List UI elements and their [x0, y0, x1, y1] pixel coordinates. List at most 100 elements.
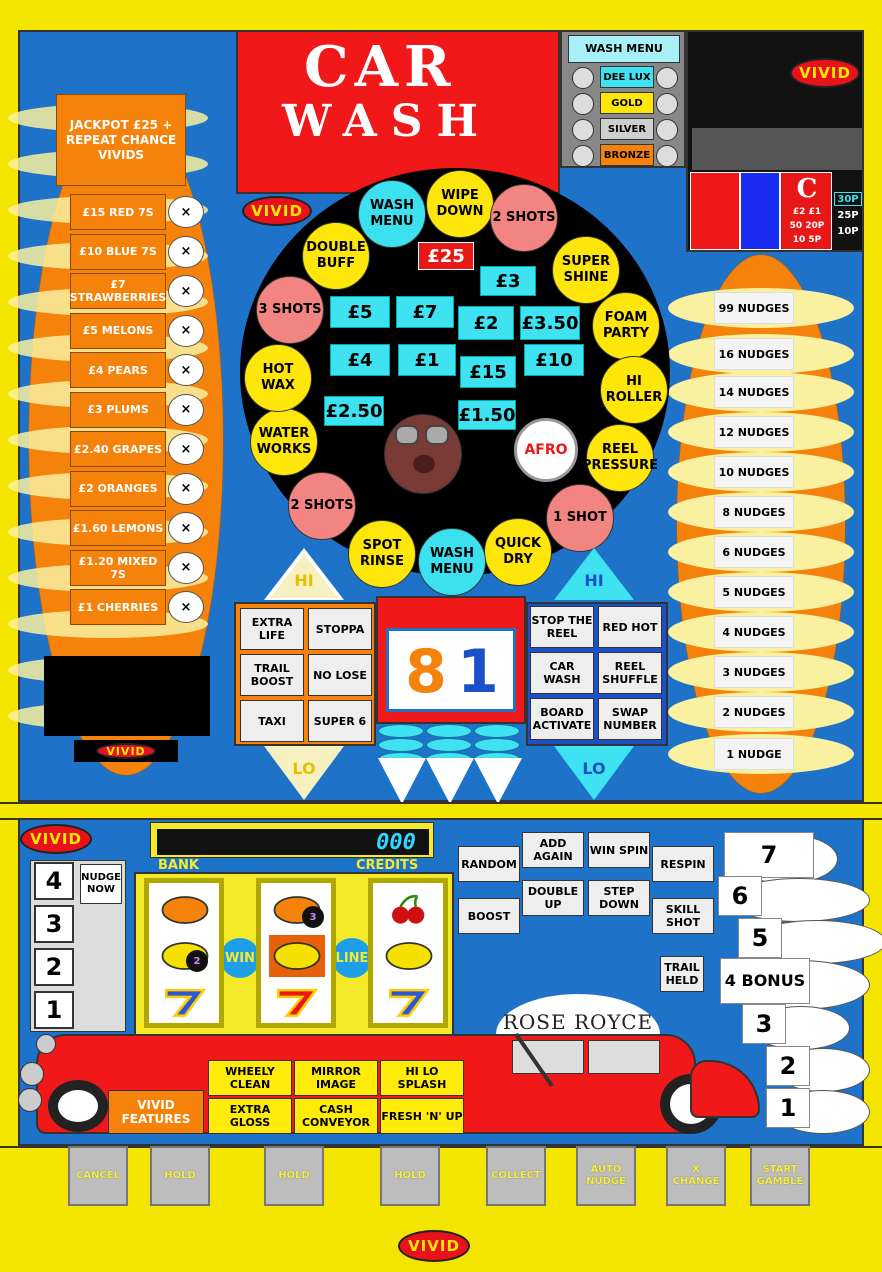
reel-symbol-cherry-icon [381, 889, 437, 931]
option-button[interactable]: RANDOM [458, 846, 520, 882]
multiplier-light: × [168, 196, 204, 228]
option-button[interactable]: TRAIL HELD [660, 956, 704, 992]
pointer-triangle [474, 758, 522, 804]
nudge-number: 4 [34, 862, 74, 900]
stake-blue-block [740, 172, 780, 250]
option-button[interactable]: BOOST [458, 898, 520, 934]
option-button[interactable]: SKILL SHOT [652, 898, 714, 934]
stake-label: 25P [834, 208, 862, 222]
left-vivid-box: VIVID [74, 740, 178, 762]
option-button[interactable]: RESPIN [652, 846, 714, 882]
menu-light [572, 67, 594, 89]
pointer-triangle [378, 758, 426, 804]
control-button[interactable]: HOLD [380, 1146, 440, 1206]
nudge-prize: 1 NUDGE [714, 738, 794, 770]
indicator-oval [378, 738, 424, 752]
cash-prize: £3.50 [520, 306, 580, 340]
ladder-step: 4 BONUS [720, 958, 810, 1004]
sunglasses-icon [425, 425, 449, 445]
number-screen: 8 1 [386, 628, 516, 712]
feature-cell: NO LOSE [308, 654, 372, 696]
feature-cell: RED HOT [598, 606, 662, 648]
prize-row: £1.20 MIXED 7S [70, 549, 166, 586]
feature-cell: REEL SHUFFLE [598, 652, 662, 694]
hi-label: HI [584, 570, 604, 590]
mouth-icon [413, 455, 435, 473]
cash-jackpot: £25 [418, 242, 474, 270]
control-button[interactable]: X CHANGE [666, 1146, 726, 1206]
vivid-features-label: VIVID FEATURES [108, 1090, 204, 1134]
multiplier-light: × [168, 433, 204, 465]
feature-cell: SWAP NUMBER [598, 698, 662, 740]
meter-frame: 000 [150, 822, 434, 858]
stake-divider [692, 128, 862, 170]
nudge-prize: 3 NUDGES [714, 656, 794, 688]
multiplier-light: × [168, 235, 204, 268]
nudge-number: 2 [34, 948, 74, 986]
credits-value: 000 [376, 829, 416, 855]
pointer-triangle [426, 758, 474, 804]
reel-symbol-lemon-icon [381, 935, 437, 977]
hi-triangle-right [554, 548, 634, 600]
wheel-feature: 3 SHOTS [256, 276, 324, 344]
feature-cell: TRAIL BOOST [240, 654, 304, 696]
menu-light [656, 67, 678, 89]
reel [368, 878, 448, 1028]
vivid-logo: VIVID [398, 1230, 470, 1262]
ladder-step: 2 [766, 1046, 810, 1086]
sunglasses-icon [395, 425, 419, 445]
wheel-feature: 2 SHOTS [490, 184, 558, 252]
lo-label: LO [292, 758, 316, 778]
cash-prize: £10 [524, 344, 584, 376]
multiplier-light: × [168, 591, 204, 623]
control-button[interactable]: AUTO NUDGE [576, 1146, 636, 1206]
lo-label: LO [582, 758, 606, 778]
stake-red-block [690, 172, 740, 250]
reel-counter: 3 [302, 906, 324, 928]
car-window [512, 1040, 584, 1074]
option-button[interactable]: ADD AGAIN [522, 832, 584, 868]
control-button[interactable]: HOLD [150, 1146, 210, 1206]
cash-prize: £3 [480, 266, 536, 296]
reel-symbol-red7-icon [269, 981, 325, 1023]
afro-button[interactable]: AFRO [514, 418, 578, 482]
menu-light [572, 119, 594, 141]
feature-cell: EXTRA LIFE [240, 608, 304, 650]
control-button[interactable]: CANCEL [68, 1146, 128, 1206]
multiplier-light: × [168, 314, 204, 347]
cash-prize: £7 [396, 296, 454, 328]
feature-cell: STOP THE REEL [530, 606, 594, 648]
line-label: LINE [332, 938, 372, 978]
option-button[interactable]: WIN SPIN [588, 832, 650, 868]
wheel-feature: SPOT RINSE [348, 520, 416, 588]
menu-light [572, 145, 594, 167]
prize-row: £2 ORANGES [70, 470, 166, 507]
multiplier-light: × [168, 551, 204, 584]
multiplier-light: × [168, 472, 204, 505]
wheel-feature: FOAM PARTY [592, 292, 660, 360]
multiplier-light: × [168, 275, 204, 307]
car-light [36, 1034, 56, 1054]
menu-light [572, 93, 594, 115]
ladder-step: 6 [718, 876, 762, 916]
coin-c: C [796, 174, 818, 204]
menu-light [656, 93, 678, 115]
control-button[interactable]: COLLECT [486, 1146, 546, 1206]
ladder-step: 1 [766, 1088, 810, 1128]
option-button[interactable]: STEP DOWN [588, 880, 650, 916]
wash-option: SILVER [600, 118, 654, 140]
control-button[interactable]: START GAMBLE [750, 1146, 810, 1206]
coin-label: £2 £1 [792, 207, 822, 217]
meter-display [157, 829, 429, 855]
prize-row: £4 PEARS [70, 352, 166, 388]
reel-symbol-seven-icon [381, 981, 437, 1023]
multiplier-light: × [168, 512, 204, 544]
option-button[interactable]: DOUBLE UP [522, 880, 584, 916]
reel-symbol-orange-icon [157, 889, 213, 931]
wheel-feature: 2 SHOTS [288, 472, 356, 540]
control-button[interactable]: HOLD [264, 1146, 324, 1206]
car-feature: MIRROR IMAGE [294, 1060, 378, 1096]
ladder-step: 5 [738, 918, 782, 958]
indicator-oval [426, 724, 472, 738]
